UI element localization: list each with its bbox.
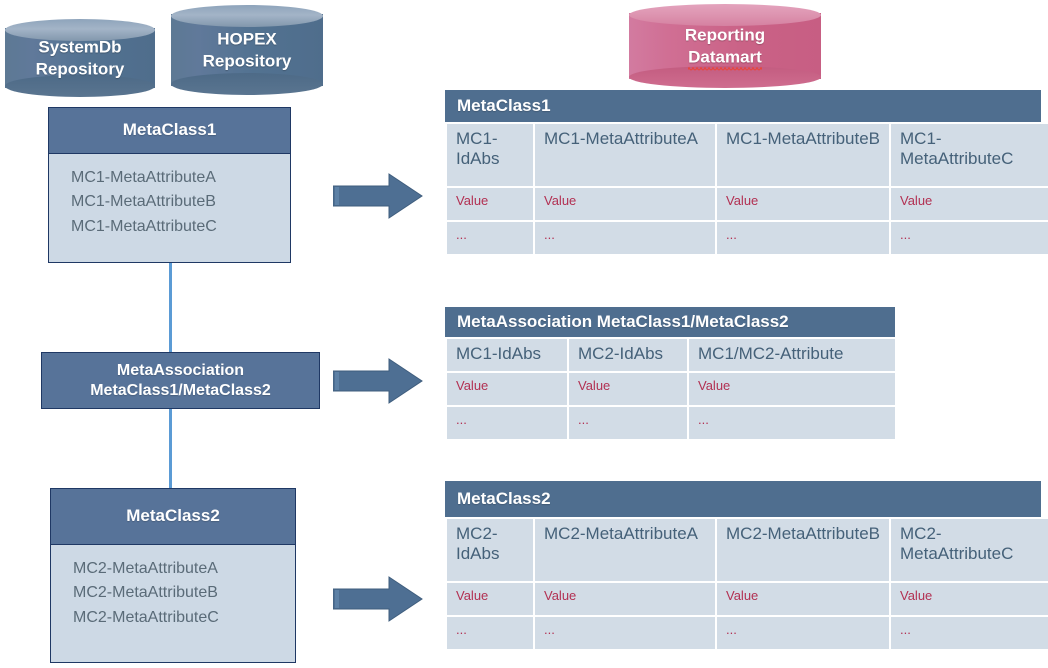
- table-cell: ...: [891, 617, 1048, 649]
- table-row: Value Value Value Value: [447, 583, 1048, 615]
- table-cell: Value: [569, 373, 687, 405]
- datamart-line-1: Reporting: [684, 25, 766, 45]
- column-header: MC1-MetaAttributeA: [535, 124, 715, 186]
- class-box-metaassociation: MetaAssociation MetaClass1/MetaClass2: [41, 352, 320, 409]
- arrow-metaclass2-to-table: [333, 575, 423, 623]
- table-header-row: MC1-IdAbs MC2-IdAbs MC1/MC2-Attribute: [447, 339, 895, 371]
- datamart-line-2-text: Datamart: [688, 47, 762, 70]
- table-cell: ...: [447, 222, 533, 254]
- table-cell: ...: [717, 222, 889, 254]
- data-table-metaassociation: MetaAssociation MetaClass1/MetaClass2 MC…: [445, 307, 895, 441]
- hopex-line-2: Repository: [202, 51, 292, 70]
- cylinder-bottom: [171, 73, 323, 95]
- table-row: ... ... ... ...: [447, 617, 1048, 649]
- table-cell: Value: [717, 188, 889, 220]
- data-table-metaclass1-title: MetaClass1: [445, 90, 1041, 122]
- column-header: MC2-IdAbs: [447, 519, 533, 581]
- systemdb-line-2: Repository: [35, 59, 125, 78]
- table-cell: Value: [891, 188, 1048, 220]
- attribute-item: MC1-MetaAttributeC: [71, 217, 217, 235]
- table-cell: ...: [535, 617, 715, 649]
- table-cell: Value: [447, 583, 533, 615]
- column-header: MC2-MetaAttributeA: [535, 519, 715, 581]
- class-box-metaassociation-title: MetaAssociation MetaClass1/MetaClass2: [42, 353, 319, 408]
- class-box-metaclass1: MetaClass1 MC1-MetaAttributeA MC1-MetaAt…: [48, 107, 291, 263]
- table-header-row: MC2-IdAbs MC2-MetaAttributeA MC2-MetaAtt…: [447, 519, 1048, 581]
- class-box-metaclass2: MetaClass2 MC2-MetaAttributeA MC2-MetaAt…: [50, 488, 296, 663]
- cylinder-top: [171, 5, 323, 27]
- table-cell: Value: [535, 188, 715, 220]
- data-table-metaassociation-grid: MC1-IdAbs MC2-IdAbs MC1/MC2-Attribute Va…: [445, 337, 897, 441]
- column-header: MC1-MetaAttributeB: [717, 124, 889, 186]
- table-row: ... ... ...: [447, 407, 895, 439]
- data-table-metaclass2: MetaClass2 MC2-IdAbs MC2-MetaAttributeA …: [445, 481, 1048, 651]
- attribute-item: MC1-MetaAttributeB: [71, 193, 216, 211]
- column-header: MC1-IdAbs: [447, 124, 533, 186]
- table-header-row: MC1-IdAbs MC1-MetaAttributeA MC1-MetaAtt…: [447, 124, 1048, 186]
- table-cell: ...: [569, 407, 687, 439]
- hopex-line-1: HOPEX: [217, 29, 277, 49]
- cylinder-reporting-datamart: Reporting Datamart: [629, 4, 821, 88]
- class-box-metaclass1-title: MetaClass1: [49, 108, 290, 154]
- class-box-metaclass1-attributes: MC1-MetaAttributeA MC1-MetaAttributeB MC…: [49, 154, 290, 262]
- table-cell: ...: [447, 407, 567, 439]
- column-header: MC2-MetaAttributeB: [717, 519, 889, 581]
- column-header: MC1-MetaAttributeC: [891, 124, 1048, 186]
- cylinder-top: [629, 4, 821, 26]
- table-cell: Value: [689, 373, 895, 405]
- arrow-metaassociation-to-table: [333, 357, 423, 405]
- data-table-metaclass2-grid: MC2-IdAbs MC2-MetaAttributeA MC2-MetaAtt…: [445, 517, 1048, 651]
- column-header: MC2-IdAbs: [569, 339, 687, 371]
- systemdb-line-1: SystemDb: [38, 37, 122, 57]
- column-header: MC1-IdAbs: [447, 339, 567, 371]
- column-header: MC2-MetaAttributeC: [891, 519, 1048, 581]
- column-header: MC1/MC2-Attribute: [689, 339, 895, 371]
- attribute-item: MC1-MetaAttributeA: [71, 169, 216, 186]
- cylinder-hopex-repository: HOPEX Repository: [171, 5, 323, 95]
- data-table-metaclass1: MetaClass1 MC1-IdAbs MC1-MetaAttributeA …: [445, 90, 1048, 256]
- table-cell: Value: [891, 583, 1048, 615]
- table-cell: ...: [717, 617, 889, 649]
- metaassociation-line-2: MetaClass1/MetaClass2: [90, 381, 271, 399]
- table-cell: ...: [689, 407, 895, 439]
- table-cell: ...: [891, 222, 1048, 254]
- data-table-metaclass2-title: MetaClass2: [445, 481, 1041, 517]
- table-cell: Value: [717, 583, 889, 615]
- cylinder-label-datamart: Reporting Datamart: [629, 24, 821, 70]
- table-cell: ...: [535, 222, 715, 254]
- table-cell: Value: [447, 188, 533, 220]
- attribute-item: MC2-MetaAttributeA: [73, 560, 218, 577]
- cylinder-bottom: [5, 75, 155, 97]
- connector-metaassociation-to-metaclass2: [169, 408, 172, 488]
- metaassociation-line-1: MetaAssociation: [116, 362, 245, 380]
- cylinder-top: [5, 19, 155, 41]
- arrow-metaclass1-to-table: [333, 172, 423, 220]
- datamart-line-2: Datamart: [629, 46, 821, 70]
- table-cell: ...: [447, 617, 533, 649]
- data-table-metaclass1-grid: MC1-IdAbs MC1-MetaAttributeA MC1-MetaAtt…: [445, 122, 1048, 256]
- class-box-metaclass2-title: MetaClass2: [51, 489, 295, 545]
- attribute-item: MC2-MetaAttributeB: [73, 584, 218, 602]
- data-table-metaassociation-title: MetaAssociation MetaClass1/MetaClass2: [445, 307, 895, 337]
- table-cell: Value: [447, 373, 567, 405]
- connector-metaclass1-to-metaassociation: [169, 262, 172, 355]
- class-box-metaclass2-attributes: MC2-MetaAttributeA MC2-MetaAttributeB MC…: [51, 545, 295, 662]
- cylinder-systemdb-repository: SystemDb Repository: [5, 19, 155, 97]
- table-row: Value Value Value: [447, 373, 895, 405]
- cylinder-label-hopex: HOPEX Repository: [171, 28, 323, 72]
- cylinder-label-systemdb: SystemDb Repository: [5, 36, 155, 80]
- table-row: ... ... ... ...: [447, 222, 1048, 254]
- attribute-item: MC2-MetaAttributeC: [73, 608, 219, 626]
- cylinder-bottom: [629, 66, 821, 88]
- table-cell: Value: [535, 583, 715, 615]
- table-row: Value Value Value Value: [447, 188, 1048, 220]
